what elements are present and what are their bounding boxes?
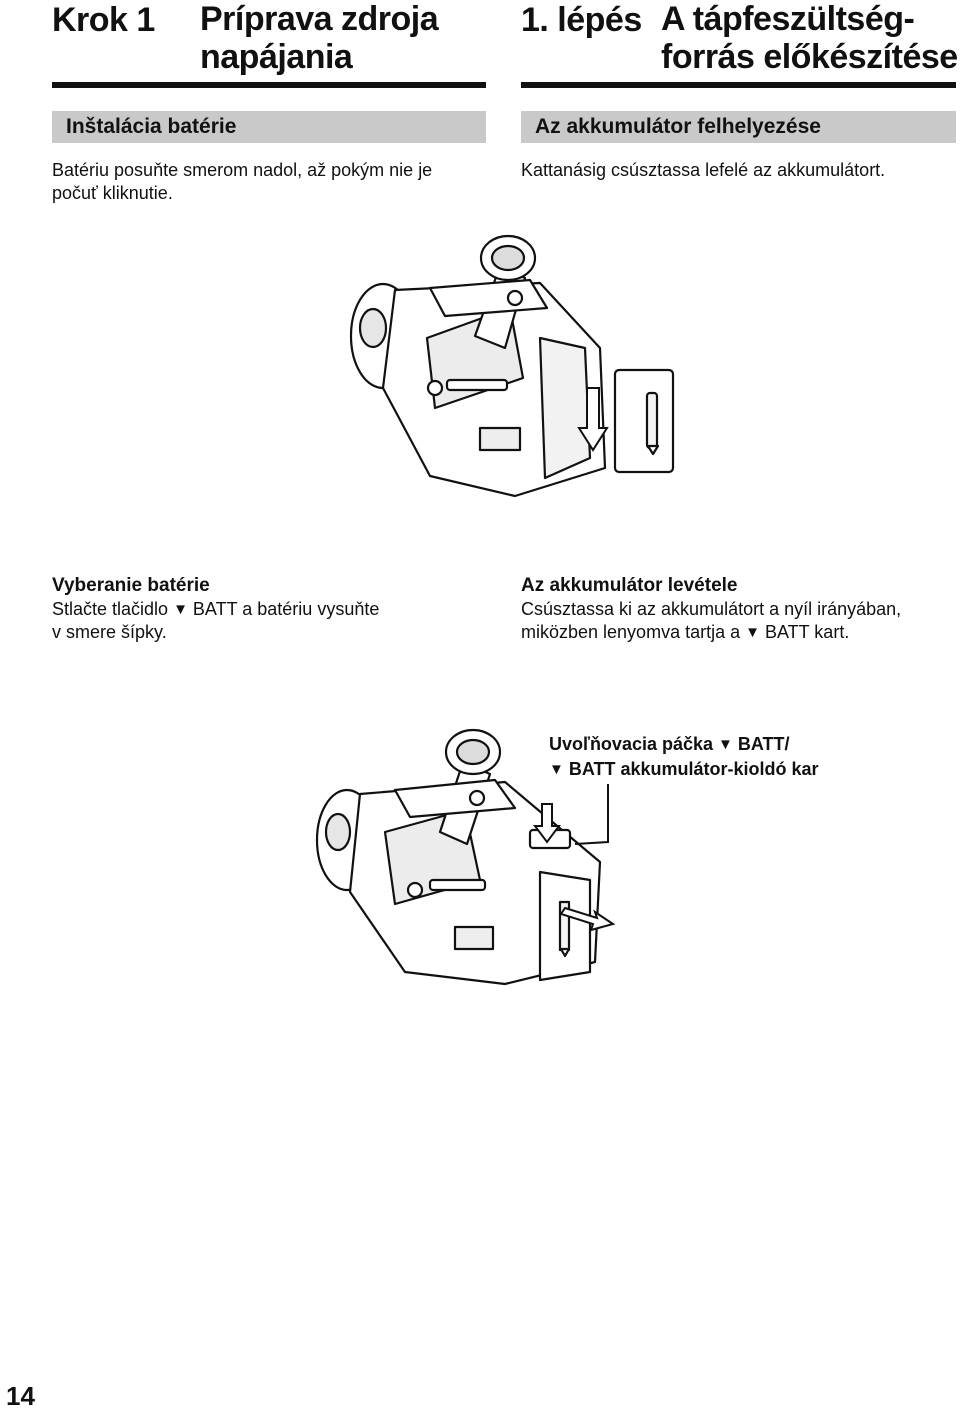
remove-text-hu-line2: miközben lenyomva tartja a ▼ BATT kart. — [521, 621, 956, 644]
batt-triangle-icon: ▼ — [173, 601, 188, 618]
remove-section-hu: Az akkumulátor levétele Csúsztassa ki az… — [521, 574, 956, 644]
batt-triangle-icon: ▼ — [549, 761, 564, 778]
header-rule-left — [52, 82, 486, 88]
remove-text-hu-line1: Csúsztassa ki az akkumulátort a nyíl irá… — [521, 599, 902, 619]
remove-arrow-icon — [559, 906, 616, 932]
install-text-sk-line2: počuť kliknutie. — [52, 183, 173, 203]
release-lever-arrow-icon — [533, 803, 561, 844]
callout-line2: ▼ BATT akkumulátor-kioldó kar — [549, 757, 909, 782]
remove-text-sk-part-a: Stlačte tlačidlo — [52, 599, 174, 619]
step-title-sk-line1: Príprava zdroja — [200, 0, 439, 38]
remove-heading-sk: Vyberanie batérie — [52, 575, 210, 596]
camcorder-battery-insert-illustration — [349, 234, 675, 498]
batt-triangle-icon: ▼ — [745, 624, 760, 641]
step-title-sk-line2: napájania — [200, 38, 353, 76]
install-text-sk: Batériu posuňte smerom nadol, až pokým n… — [52, 159, 492, 205]
remove-text-sk-part-b: BATT a batériu vysuňte — [187, 599, 380, 619]
step-title-hu-line1: A tápfeszültség- — [661, 0, 915, 38]
remove-section-sk: Vyberanie batérie Stlačte tlačidlo ▼ BAT… — [52, 574, 492, 644]
insert-arrow-icon — [577, 387, 609, 452]
step-title-hu-line2: forrás előkészítése — [661, 38, 958, 76]
install-text-hu: Kattanásig csúsztassa lefelé az akkumulá… — [521, 160, 886, 180]
install-text-sk-line1: Batériu posuňte smerom nadol, až pokým n… — [52, 160, 433, 180]
camcorder-battery-remove-illustration — [315, 728, 616, 986]
callout-line1-part-a: Uvoľňovacia páčka — [549, 734, 719, 754]
remove-heading-hu: Az akkumulátor levétele — [521, 575, 738, 596]
callout-leader-line — [574, 784, 609, 845]
section-band-sk: Inštalácia batérie — [52, 111, 486, 143]
release-lever-callout: Uvoľňovacia páčka ▼ BATT/ ▼ BATT akkumul… — [549, 732, 909, 782]
remove-text-hu-part-a: miközben lenyomva tartja a — [521, 622, 746, 642]
page-number: 14 — [6, 1381, 35, 1411]
callout-line1-part-b: BATT/ — [732, 734, 790, 754]
step-number-hu: 1. lépés — [521, 1, 642, 39]
remove-text-hu-part-b: BATT kart. — [759, 622, 850, 642]
header-rule-right — [521, 82, 956, 88]
section-band-hu: Az akkumulátor felhelyezése — [521, 111, 956, 143]
battery-pack — [613, 368, 675, 474]
step-title-sk: Príprava zdroja napájania — [200, 0, 439, 76]
step-number-sk: Krok 1 — [52, 1, 155, 39]
remove-text-sk-line1: Stlačte tlačidlo ▼ BATT a batériu vysuňt… — [52, 598, 492, 621]
callout-line2-part-b: BATT akkumulátor-kioldó kar — [563, 759, 819, 779]
callout-line1: Uvoľňovacia páčka ▼ BATT/ — [549, 732, 909, 757]
remove-text-sk-line2: v smere šípky. — [52, 622, 167, 642]
batt-triangle-icon: ▼ — [718, 736, 733, 753]
step-title-hu: A tápfeszültség- forrás előkészítése — [661, 0, 958, 76]
